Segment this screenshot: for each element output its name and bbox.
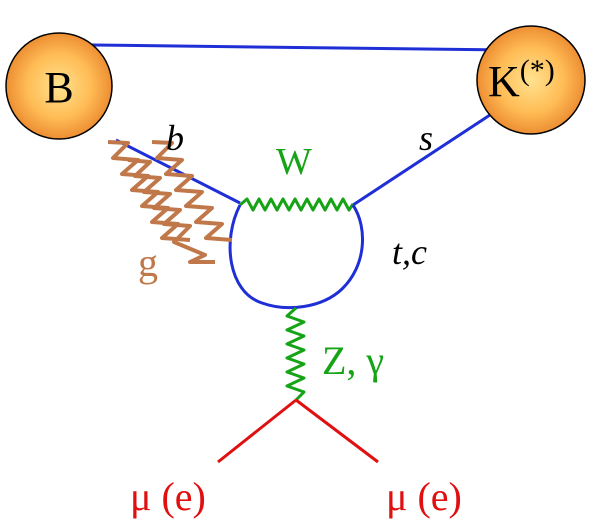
z-gamma-label: Z, γ (322, 338, 384, 383)
lepton-line-left (217, 398, 297, 464)
w-boson-label: W (276, 141, 312, 183)
svg-text:K(*): K(*) (488, 54, 555, 106)
b-meson: B (5, 32, 113, 140)
w-boson-propagator (239, 197, 355, 212)
quark-loop (228, 204, 365, 310)
s-quark-line (352, 111, 494, 207)
lepton-left-label: μ (e) (130, 474, 206, 519)
b-meson-label: B (44, 63, 73, 112)
lepton-right-label: μ (e) (386, 474, 462, 519)
spectator-quark-line (91, 43, 511, 52)
gluon-label: g (138, 240, 158, 285)
gluon-propagator (107, 140, 233, 264)
lepton-line-right (295, 398, 379, 464)
s-quark-label: s (419, 118, 433, 158)
k-meson-label: K (488, 57, 520, 106)
k-meson: K(*) (476, 25, 586, 135)
k-meson-superscript: (*) (520, 54, 555, 87)
b-quark-line (115, 138, 241, 205)
z-gamma-propagator (285, 306, 306, 402)
b-quark-label: b (166, 118, 184, 158)
loop-quarks-label: t,c (392, 232, 427, 272)
